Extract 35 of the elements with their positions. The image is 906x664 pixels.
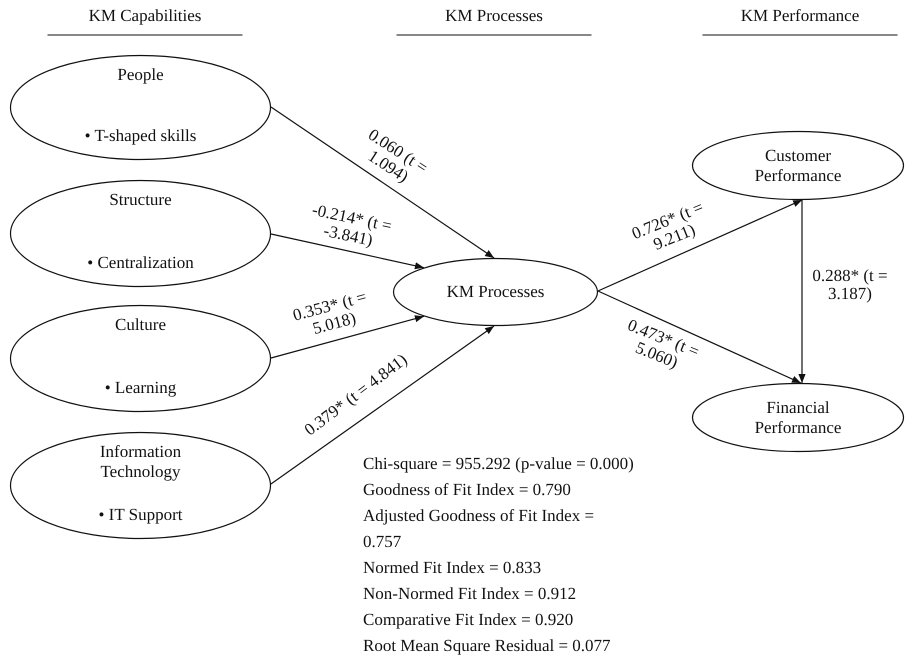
- ellipse-node: [10, 180, 271, 287]
- node-item: • Centralization: [87, 253, 194, 273]
- node-item: • IT Support: [98, 505, 183, 525]
- node-title: Financial Performance: [754, 398, 842, 438]
- node-title: Culture: [115, 315, 166, 335]
- node-title: Customer Performance: [754, 146, 842, 186]
- node-title: Structure: [109, 190, 172, 210]
- arrow: [798, 200, 806, 384]
- node-title: KM Processes: [446, 282, 544, 302]
- node-item: • Learning: [104, 378, 176, 398]
- arrow: [270, 326, 494, 484]
- ellipse-node: [10, 55, 271, 160]
- column-heading: KM Performance: [740, 6, 860, 26]
- arrow: [270, 106, 494, 258]
- arrow: [598, 290, 802, 384]
- ellipse-node: [692, 383, 904, 452]
- fit-statistic: Chi-square = 955.292 (p-value = 0.000): [363, 453, 635, 475]
- ellipse-node: [10, 305, 271, 412]
- fit-statistic: Root Mean Square Residual = 0.077: [363, 635, 612, 657]
- column-heading: KM Capabilities: [88, 6, 202, 26]
- fit-statistic: Goodness of Fit Index = 0.790: [363, 479, 572, 501]
- ellipse-node: [692, 131, 904, 200]
- ellipse-node: [10, 432, 271, 539]
- fit-statistic: Adjusted Goodness of Fit Index = 0.757: [363, 505, 596, 553]
- node-title: Information Technology: [98, 442, 182, 482]
- arrow: [270, 233, 424, 270]
- node-title: People: [117, 65, 164, 85]
- fit-statistic: Non-Normed Fit Index = 0.912: [363, 583, 578, 605]
- fit-statistic: Comparative Fit Index = 0.920: [363, 609, 574, 631]
- arrow: [598, 199, 802, 292]
- node-item: • T-shaped skills: [84, 126, 196, 146]
- ellipse-node: [393, 258, 598, 326]
- fit-statistic: Normed Fit Index = 0.833: [363, 557, 542, 579]
- arrow: [270, 315, 424, 359]
- column-heading: KM Processes: [444, 6, 544, 26]
